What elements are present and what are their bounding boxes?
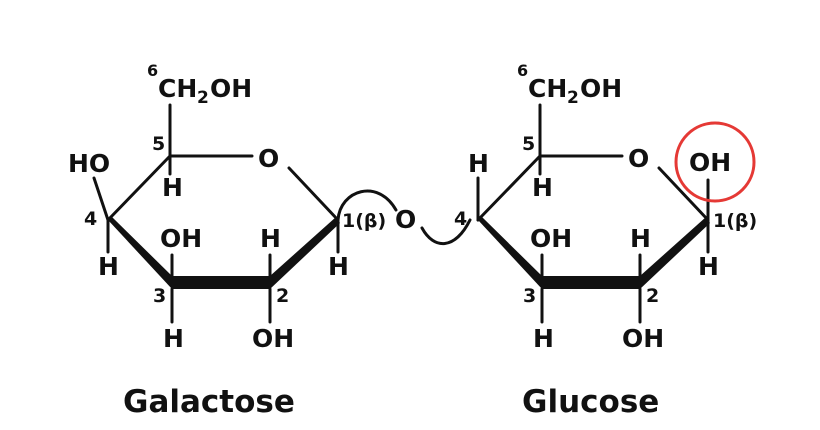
galactose-ring-oxygen: O <box>258 144 279 173</box>
galactose-c5-h: H <box>162 173 183 202</box>
glucose-c6-oh: OH <box>580 74 622 103</box>
glucose-c1-oh-highlight-circle <box>674 121 756 203</box>
glucose-c3-h: H <box>533 324 554 353</box>
glucose-c6-subscript: 2 <box>567 88 579 108</box>
glucose-c1-label: 1(β) <box>713 210 757 232</box>
glucose-c2-h: H <box>630 224 651 253</box>
glucose-c4-h-top: H <box>468 149 489 178</box>
galactose-name: Galactose <box>123 384 295 420</box>
glucose-ring-oxygen: O <box>628 144 649 173</box>
galactose-bond-c4-ho <box>92 176 110 222</box>
glycosidic-bond: O <box>336 189 472 246</box>
glucose-c2-oh: OH <box>622 324 664 353</box>
galactose-bond-o-c1 <box>287 166 340 222</box>
glucose-bond-c4-c3 <box>478 217 542 289</box>
galactose-c1-h: H <box>328 252 349 281</box>
glucose-c5-h: H <box>532 173 553 202</box>
galactose-c3-h: H <box>163 324 184 353</box>
galactose-c2-oh: OH <box>252 324 294 353</box>
galactose-c4-ho: HO <box>68 149 110 178</box>
galactose-c6-subscript: 2 <box>197 88 209 108</box>
glycosidic-bond-left-arc <box>336 189 398 222</box>
glycosidic-bond-right-arc <box>420 218 472 246</box>
galactose-c2-number: 2 <box>276 285 289 307</box>
glucose-c6-ch: CH <box>528 74 567 103</box>
galactose-molecule: 6 CH 2 OH 5 H O HO 4 H OH 3 H H 2 OH 1(β… <box>68 61 386 420</box>
glucose-bond-c3-c2 <box>542 276 640 289</box>
glucose-c6-number: 6 <box>517 61 528 80</box>
glucose-bond-o-c1 <box>657 166 710 222</box>
galactose-c6-oh: OH <box>210 74 252 103</box>
glucose-c3-number: 3 <box>523 285 536 307</box>
glycosidic-oxygen: O <box>395 205 416 234</box>
galactose-c2-h: H <box>260 224 281 253</box>
galactose-bond-c4-c3 <box>108 217 172 289</box>
glucose-c5-number: 5 <box>522 133 535 155</box>
glucose-molecule: 6 CH 2 OH 5 H O H 4 OH 3 H H 2 OH OH 1(β… <box>454 61 757 420</box>
glucose-c3-oh: OH <box>530 224 572 253</box>
glucose-bond-c2-c1 <box>640 217 710 289</box>
galactose-bond-c2-c1 <box>270 217 340 289</box>
glucose-c1-oh: OH <box>689 148 731 177</box>
galactose-c3-oh: OH <box>160 224 202 253</box>
galactose-c5-number: 5 <box>152 133 165 155</box>
galactose-c1-label: 1(β) <box>342 210 386 232</box>
glucose-bond-c5-c4 <box>476 154 542 222</box>
galactose-c6-number: 6 <box>147 61 158 80</box>
glucose-c4-number: 4 <box>454 208 467 230</box>
galactose-c6-ch: CH <box>158 74 197 103</box>
galactose-c4-number: 4 <box>84 208 97 230</box>
galactose-c4-h: H <box>98 252 119 281</box>
glucose-name: Glucose <box>522 384 659 420</box>
glucose-c2-number: 2 <box>646 285 659 307</box>
galactose-bond-c5-c4 <box>106 154 172 222</box>
galactose-c3-number: 3 <box>153 285 166 307</box>
galactose-bond-c3-c2 <box>172 276 270 289</box>
glucose-c1-h: H <box>698 252 719 281</box>
